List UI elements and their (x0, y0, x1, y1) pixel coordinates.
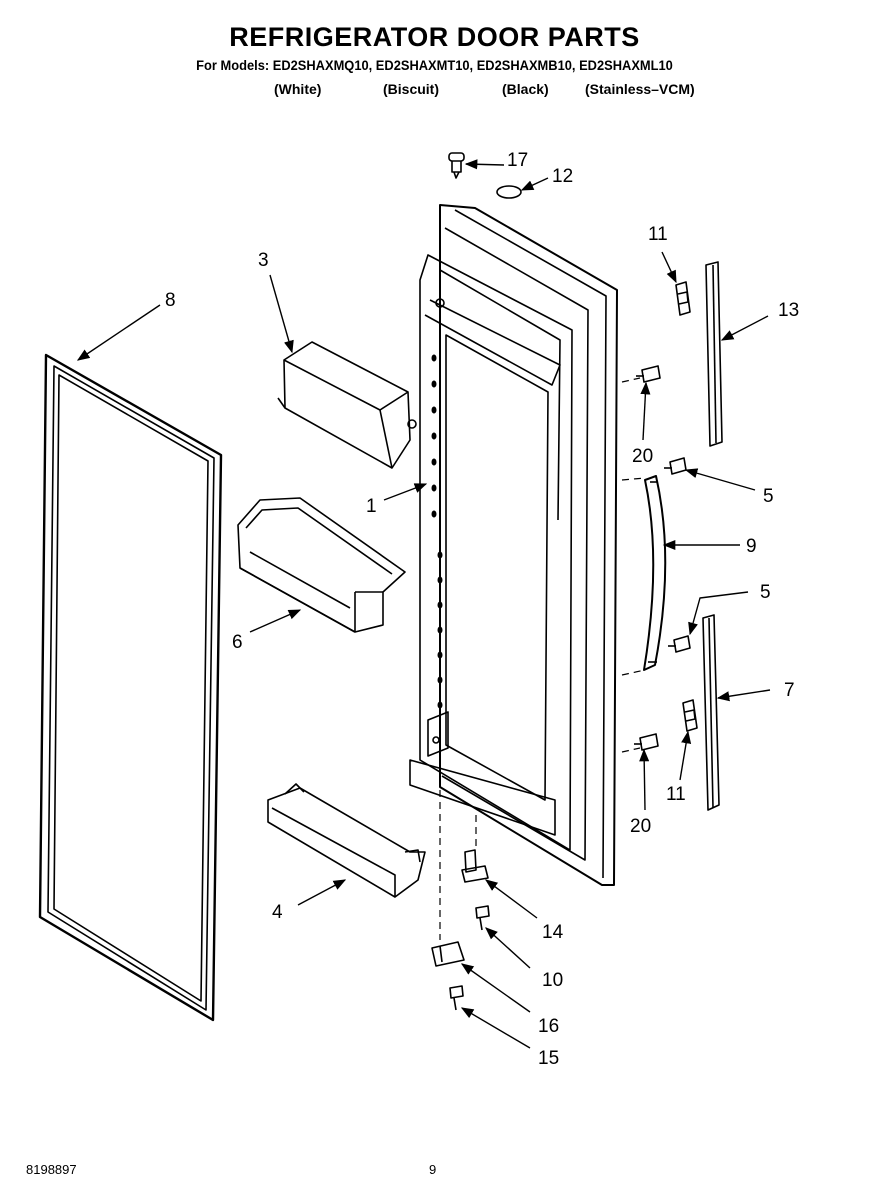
alignment-lines (439, 377, 646, 940)
callout-13: 13 (778, 300, 799, 321)
screw-lower (634, 733, 659, 751)
callout-5-upper: 5 (763, 486, 774, 507)
clip-upper (675, 281, 691, 316)
door-liner-part (409, 204, 618, 886)
handle-screw-upper (664, 457, 687, 475)
plug-part (496, 185, 522, 199)
document-number: 8198897 (26, 1162, 77, 1177)
upper-trim-strip (705, 261, 723, 447)
callout-11-lower: 11 (666, 784, 686, 805)
leader-arrows (76, 159, 771, 1049)
callout-20-lower: 20 (630, 816, 651, 837)
color-black: (Black) (502, 81, 549, 97)
page-number: 9 (429, 1162, 437, 1177)
callout-10: 10 (542, 970, 563, 991)
callout-16: 16 (538, 1016, 559, 1037)
hinge-bracket-part (431, 941, 465, 967)
callout-9: 9 (746, 536, 757, 557)
door-gasket-part (38, 353, 223, 1022)
hinge-screw-part (475, 905, 490, 931)
door-handle-part (643, 475, 667, 671)
color-biscuit: (Biscuit) (383, 81, 439, 97)
callout-8: 8 (165, 290, 176, 311)
callout-11-upper: 11 (648, 224, 668, 245)
models-line: For Models: ED2SHAXMQ10, ED2SHAXMT10, ED… (196, 57, 673, 73)
top-cap-part (448, 152, 465, 179)
clip-lower (682, 699, 698, 732)
callout-14: 14 (542, 922, 564, 943)
callout-17: 17 (507, 150, 528, 171)
screw-upper (636, 365, 661, 383)
color-white: (White) (274, 81, 322, 97)
callout-20-upper: 20 (632, 446, 653, 467)
callout-4: 4 (272, 902, 283, 923)
callout-6: 6 (232, 632, 243, 653)
handle-screw-lower (668, 635, 691, 653)
hinge-bolt-part (449, 985, 464, 1011)
color-stainless: (Stainless–VCM) (585, 81, 695, 97)
lower-bin-part (267, 783, 426, 898)
callout-12: 12 (552, 166, 573, 187)
door-shelf-bin-part (237, 497, 406, 633)
callout-3: 3 (258, 250, 269, 271)
hinge-pin-part (461, 849, 489, 883)
dairy-bin-part (277, 341, 417, 469)
callout-7: 7 (784, 680, 795, 701)
lower-trim-strip (702, 614, 720, 811)
callout-numbers: 17 12 11 3 8 13 20 5 1 9 6 5 7 11 20 4 1… (165, 150, 799, 1069)
callout-1: 1 (366, 496, 377, 517)
door-shelf-holes (431, 354, 443, 709)
callout-15: 15 (538, 1048, 559, 1069)
page-title: REFRIGERATOR DOOR PARTS (229, 22, 640, 52)
callout-5-lower: 5 (760, 582, 771, 603)
